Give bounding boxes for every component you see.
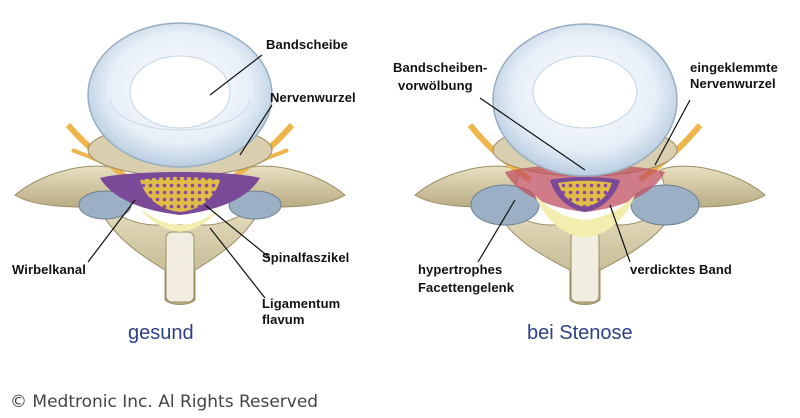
- stenosis-leader-lines: [477, 97, 691, 263]
- facet-joint-left-s: [470, 184, 540, 226]
- label-eingeklemmte-1: eingeklemmte: [690, 60, 778, 75]
- ligamentum-flavum-healthy: [140, 208, 220, 232]
- ligamentum-flavum-thick: [535, 195, 635, 238]
- label-verdicktes-band: verdicktes Band: [630, 262, 732, 277]
- label-bandscheibe: Bandscheibe: [266, 37, 349, 52]
- label-eingeklemmte-2: Nervenwurzel: [690, 76, 776, 91]
- healthy-vertebra: [14, 22, 346, 305]
- label-facetten-2: Facettengelenk: [418, 280, 515, 295]
- spinous-process-tip-s: [570, 231, 600, 303]
- label-wirbelkanal: Wirbelkanal: [12, 262, 86, 277]
- label-nervenwurzel: Nervenwurzel: [270, 90, 356, 105]
- caption-healthy: gesund: [128, 322, 194, 344]
- disc-ring: [109, 99, 251, 131]
- spinal-fascicles: [140, 177, 220, 212]
- label-facetten-1: hypertrophes: [418, 262, 503, 277]
- facet-joint-right-s: [630, 184, 700, 226]
- label-ligamentum-1: Ligamentum: [262, 296, 341, 311]
- spinal-fascicles-s: [558, 180, 612, 207]
- disc-nucleus-s: [532, 55, 638, 129]
- stenosis-vertebra: [414, 23, 766, 305]
- label-spinalfaszikel: Spinalfaszikel: [262, 250, 350, 265]
- label-vorwoelbung-1: Bandscheiben-: [393, 60, 488, 75]
- healthy-leader-lines: [87, 54, 273, 299]
- label-vorwoelbung-2: vorwölbung: [398, 78, 473, 93]
- facet-joint-right: [228, 190, 282, 220]
- label-ligamentum-2: flavum: [262, 312, 305, 327]
- spinous-process-tip: [165, 231, 195, 303]
- copyright-notice: © Medtronic Inc. Al Rights Reserved: [10, 392, 319, 412]
- caption-stenosis: bei Stenose: [527, 322, 633, 344]
- disc-nucleus: [129, 55, 231, 129]
